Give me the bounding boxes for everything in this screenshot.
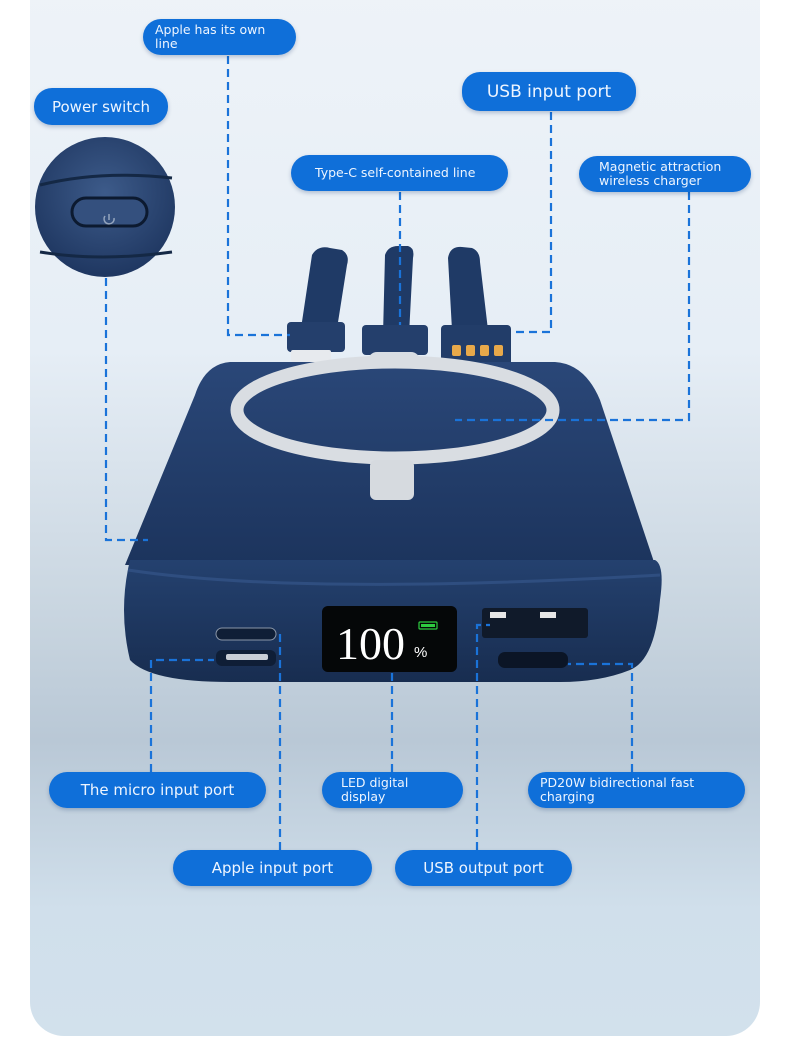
lightning-input-port: [215, 627, 277, 641]
wireless-indicator: [370, 460, 414, 500]
callout-lines: [104, 56, 691, 850]
usb-a-cable: [441, 246, 511, 371]
label-apple-input: Apple input port: [173, 850, 372, 886]
label-usb-output: USB output port: [395, 850, 572, 886]
label-led-display: LED digital display: [322, 772, 463, 808]
magnetic-ring: [230, 355, 560, 465]
power-switch-closeup: [35, 137, 175, 277]
display-value: 100: [336, 618, 405, 669]
label-micro-input: The micro input port: [49, 772, 266, 808]
label-power-switch: Power switch: [34, 88, 168, 125]
power-icon: [103, 214, 115, 225]
label-usb-input: USB input port: [462, 72, 636, 111]
battery-icon: [418, 621, 438, 630]
typec-pd-port: [498, 652, 568, 668]
label-magnetic-charger: Magnetic attraction wireless charger: [579, 156, 751, 192]
usb-a-connector-icon: [452, 345, 503, 356]
display-unit: %: [414, 644, 427, 661]
usb-output-port: [482, 608, 588, 638]
label-pd20w: PD20W bidirectional fast charging: [528, 772, 745, 808]
typec-cable: [362, 246, 428, 370]
power-button: [70, 196, 149, 228]
label-typec-line: Type-C self-contained line: [291, 155, 508, 191]
label-apple-line: Apple has its own line: [143, 19, 296, 55]
lightning-connector-icon: [291, 350, 331, 362]
lightning-cable: [287, 247, 348, 362]
